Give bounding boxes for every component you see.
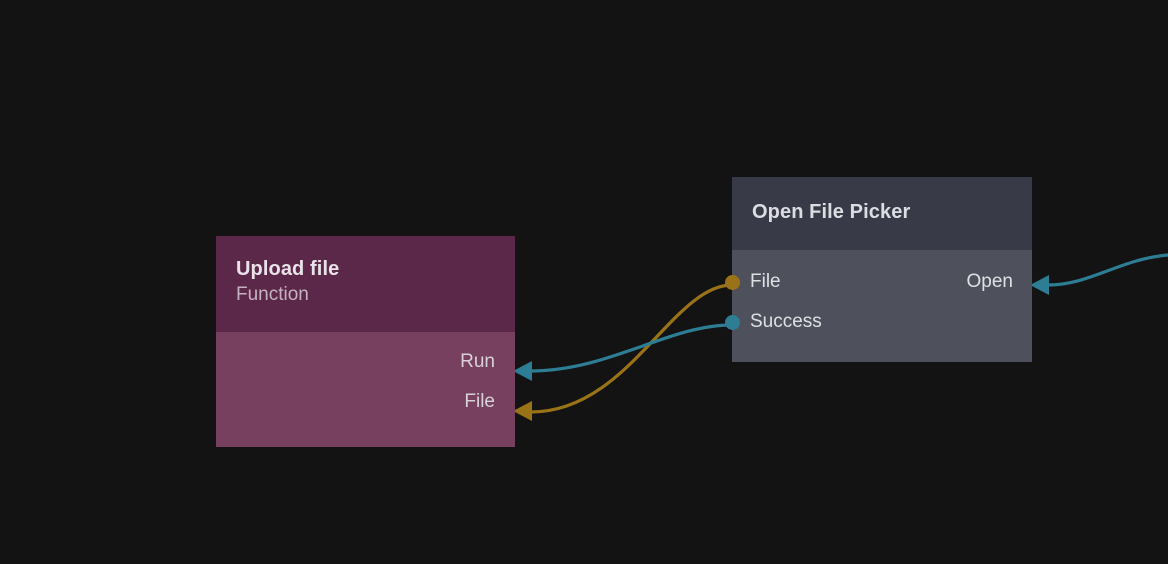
- node-open-file-picker[interactable]: Open File Picker File Open Success: [724, 177, 1032, 362]
- port-row-upload-file-file[interactable]: File: [216, 382, 515, 422]
- port-label-run: Run: [460, 351, 495, 372]
- port-row-upload-file-run[interactable]: Run: [216, 342, 515, 382]
- port-label-file-input: File: [750, 271, 781, 292]
- port-label-file: File: [464, 391, 495, 412]
- node-open-file-picker-body: File Open Success: [724, 250, 1032, 362]
- node-open-file-picker-header[interactable]: Open File Picker: [732, 177, 1032, 250]
- port-dot-file-input[interactable]: [724, 274, 740, 290]
- node-upload-file-title: Upload file: [236, 258, 340, 280]
- edge-offscreen-to-open-arrowhead: [1030, 275, 1049, 295]
- edge-success-to-run[interactable]: [528, 323, 734, 373]
- port-label-success-input: Success: [750, 311, 822, 332]
- edge-file-to-file[interactable]: [528, 283, 734, 414]
- node-upload-file-subtitle: Function: [236, 284, 309, 305]
- edge-success-to-run-arrowhead: [513, 361, 532, 381]
- edge-offscreen-to-open[interactable]: [1046, 253, 1168, 287]
- port-dot-success-input[interactable]: [724, 314, 740, 330]
- port-row-open-file-picker-success[interactable]: Success: [724, 302, 1032, 342]
- port-row-open-file-picker-file[interactable]: File Open: [724, 262, 1032, 302]
- node-open-file-picker-title: Open File Picker: [752, 201, 911, 223]
- node-upload-file[interactable]: Upload file Function Run File: [216, 236, 515, 447]
- node-upload-file-body: Run File: [216, 332, 515, 447]
- port-label-open-output: Open: [966, 271, 1013, 292]
- node-upload-file-header[interactable]: Upload file Function: [216, 236, 515, 332]
- edge-file-to-file-arrowhead: [513, 401, 532, 421]
